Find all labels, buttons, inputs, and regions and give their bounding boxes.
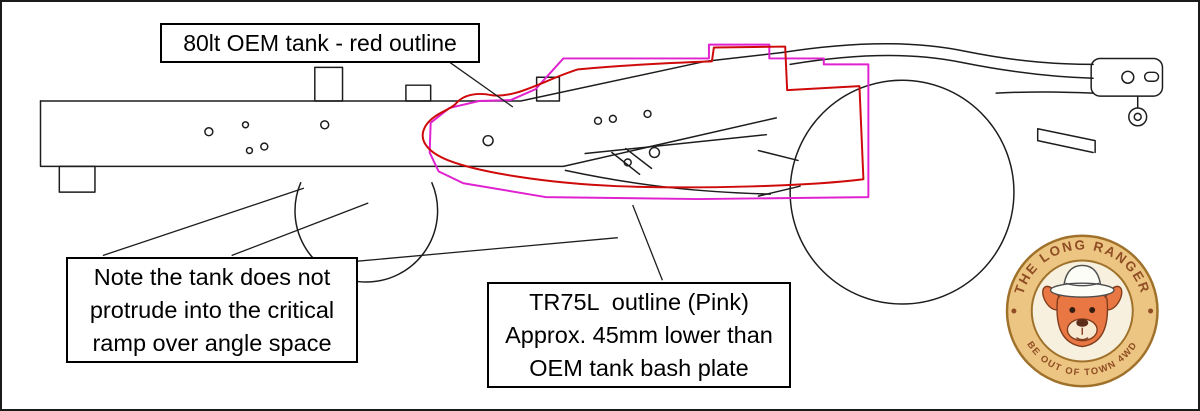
ramp-note-line-2: protrude into the critical xyxy=(89,296,335,323)
rear-wheel-circle xyxy=(789,79,1015,305)
cowboy-hat-band xyxy=(1065,282,1100,287)
tr75l-tank-outline xyxy=(428,43,870,201)
kangaroo-mascot xyxy=(1042,264,1123,348)
oem-tank-outline xyxy=(421,45,865,189)
ramp-note-line-1: Note the tank does not xyxy=(93,263,331,290)
oem-tank-label: 80lt OEM tank - red outline xyxy=(183,29,457,56)
kangaroo-eye-left xyxy=(1069,307,1076,313)
kangaroo-eye-right xyxy=(1089,307,1096,313)
tr75l-note-line-2: Approx. 45mm lower than xyxy=(505,321,773,348)
tr75l-note-line-1: TR75L outline (Pink) xyxy=(529,288,749,315)
ramp-note-line-3: ramp over angle space xyxy=(92,329,332,356)
kangaroo-nose xyxy=(1076,318,1089,327)
chassis-drawing xyxy=(39,43,1164,197)
logo-band-dot-left xyxy=(1011,308,1017,314)
oem-tank-label-box: 80lt OEM tank - red outline xyxy=(160,23,480,63)
cowboy-hat-brim xyxy=(1049,282,1115,298)
tr75l-note-box: TR75L outline (Pink) Approx. 45mm lower … xyxy=(487,282,791,388)
leader-lines xyxy=(102,60,663,281)
kangaroo-mouth xyxy=(1075,327,1089,341)
long-ranger-logo: THE LONG RANGER BE OUT OF TOWN 4WD xyxy=(1005,234,1159,388)
ramp-angle-arc xyxy=(294,181,439,283)
ramp-angle-note-box: Note the tank does not protrude into the… xyxy=(66,257,358,363)
tr75l-note-line-3: OEM tank bash plate xyxy=(529,354,749,381)
logo-band-dot-right xyxy=(1148,308,1154,314)
